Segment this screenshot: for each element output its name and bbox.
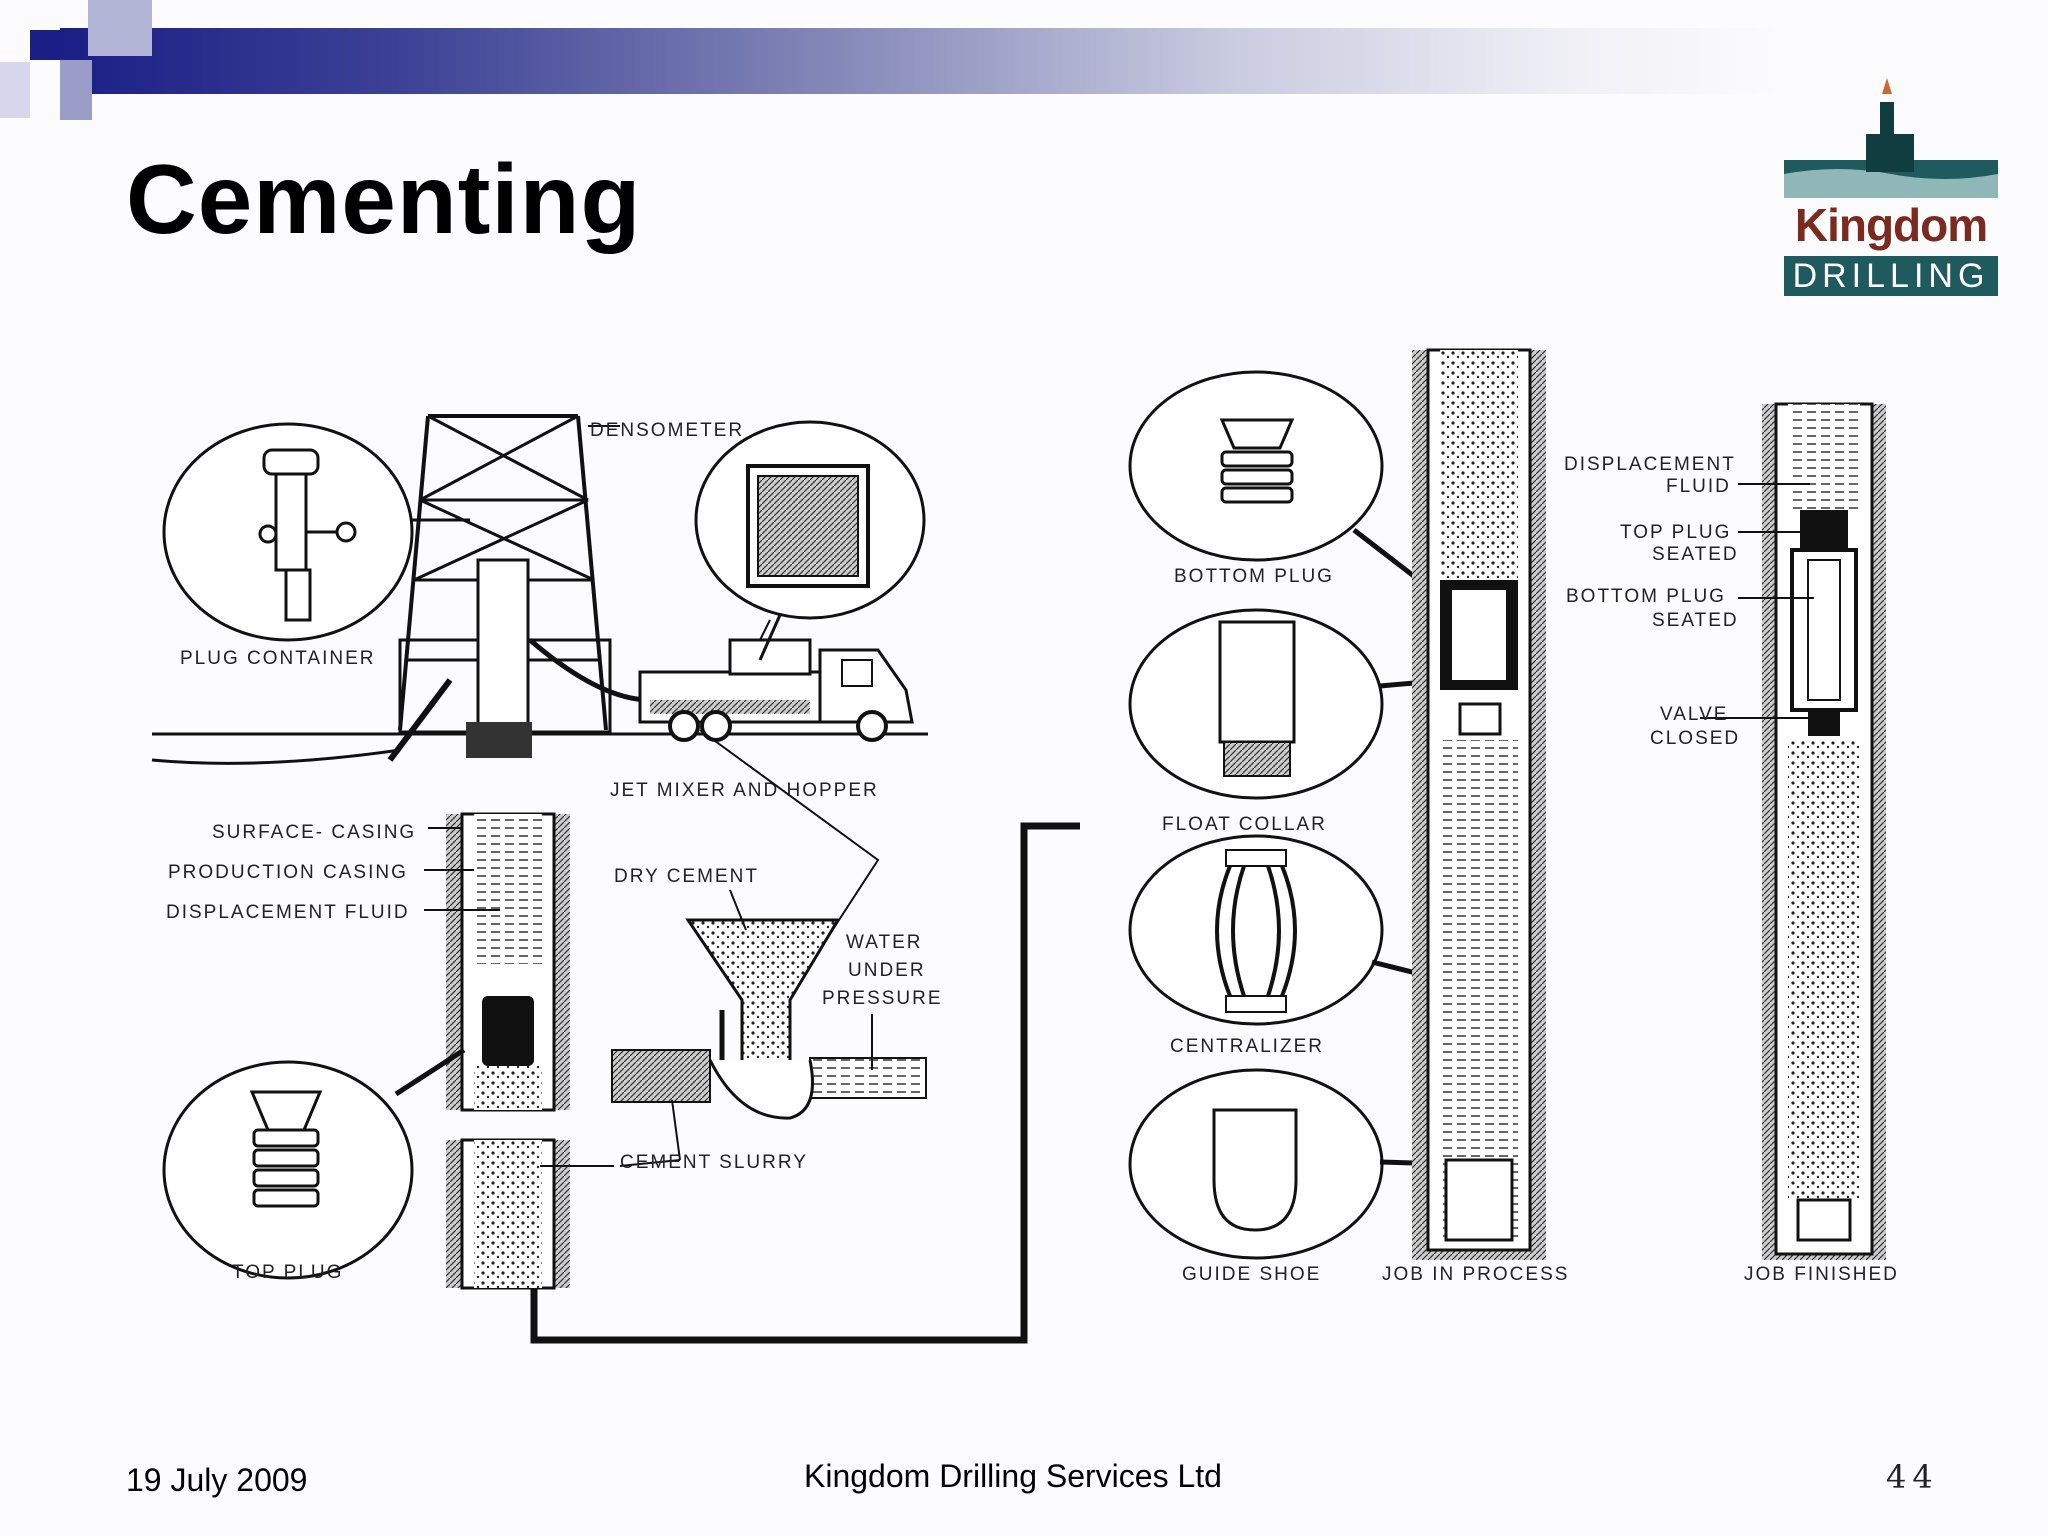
job-finished-label: JOB FINISHED bbox=[1744, 1264, 1899, 1285]
logo-subtitle: DRILLING bbox=[1784, 256, 1998, 296]
bottom-plug-seated-label-1: BOTTOM PLUG bbox=[1566, 586, 1726, 607]
cement-truck bbox=[638, 638, 914, 742]
centralizer-callout: CENTRALIZER bbox=[1128, 834, 1429, 1057]
kingdom-drilling-logo: Kingdom DRILLING bbox=[1784, 74, 1998, 296]
float-collar-label: FLOAT COLLAR bbox=[1162, 814, 1327, 835]
casing-section-upper bbox=[424, 812, 570, 1112]
valve-closed-label-1: VALVE bbox=[1660, 704, 1728, 725]
tower-icon bbox=[1784, 78, 1998, 198]
corner-square-mid bbox=[60, 60, 92, 120]
top-plug-seated-label-1: TOP PLUG bbox=[1620, 522, 1731, 543]
plug-container-label: PLUG CONTAINER bbox=[180, 648, 376, 669]
surface-rig-scene bbox=[151, 414, 928, 765]
densometer-callout: DENSOMETER bbox=[588, 420, 926, 661]
header-gradient-bar bbox=[60, 28, 1780, 94]
guide-shoe-callout: GUIDE SHOE bbox=[1128, 1068, 1449, 1285]
water-label-1: WATER bbox=[846, 932, 923, 953]
top-plug-callout: TOP PLUG bbox=[162, 1047, 466, 1283]
displacement-fluid-right-label-1: DISPLACEMENT bbox=[1564, 454, 1736, 475]
top-plug-seated-label-2: SEATED bbox=[1652, 544, 1739, 565]
job-in-process-label: JOB IN PROCESS bbox=[1382, 1264, 1569, 1285]
centralizer-label: CENTRALIZER bbox=[1170, 1036, 1324, 1057]
bottom-plug-label: BOTTOM PLUG bbox=[1174, 566, 1334, 587]
well-job-finished: JOB FINISHED bbox=[1700, 402, 1899, 1285]
water-label-3: PRESSURE bbox=[822, 988, 943, 1009]
casing-section-lower bbox=[446, 1138, 614, 1290]
water-label-2: UNDER bbox=[848, 960, 926, 981]
displacement-fluid-left-label: DISPLACEMENT FLUID bbox=[166, 902, 410, 923]
well-job-in-process: JOB IN PROCESS bbox=[1382, 348, 1569, 1285]
densometer-label: DENSOMETER bbox=[590, 420, 744, 441]
footer-company: Kingdom Drilling Services Ltd bbox=[804, 1458, 1222, 1494]
flow-connector-line bbox=[530, 822, 1080, 1344]
cement-slurry-label: CEMENT SLURRY bbox=[620, 1152, 808, 1173]
plug-container-callout: PLUG CONTAINER bbox=[162, 422, 470, 669]
corner-square-light bbox=[88, 0, 152, 56]
logo-wordmark: Kingdom bbox=[1794, 199, 1988, 251]
float-collar-callout: FLOAT COLLAR bbox=[1128, 608, 1449, 835]
jet-mixer-label: JET MIXER AND HOPPER bbox=[610, 780, 879, 801]
footer-date: 19 July 2009 bbox=[126, 1462, 308, 1498]
surface-casing-label: SURFACE- CASING bbox=[212, 822, 416, 843]
guide-shoe-label: GUIDE SHOE bbox=[1182, 1264, 1321, 1285]
valve-closed-label-2: CLOSED bbox=[1650, 728, 1740, 749]
dry-cement-label: DRY CEMENT bbox=[614, 866, 759, 887]
slide-number: 44 bbox=[1886, 1458, 1939, 1496]
corner-square-pale bbox=[0, 62, 30, 118]
corner-square-dark bbox=[30, 30, 60, 60]
displacement-fluid-right-label-2: FLUID bbox=[1666, 476, 1731, 497]
top-plug-label: TOP PLUG bbox=[232, 1262, 343, 1283]
bottom-plug-seated-label-2: SEATED bbox=[1652, 610, 1739, 631]
slide-title: Cementing bbox=[126, 144, 642, 254]
production-casing-label: PRODUCTION CASING bbox=[168, 862, 408, 883]
bottom-plug-callout: BOTTOM PLUG bbox=[1128, 370, 1452, 606]
jet-mixer-hopper bbox=[611, 889, 927, 1167]
